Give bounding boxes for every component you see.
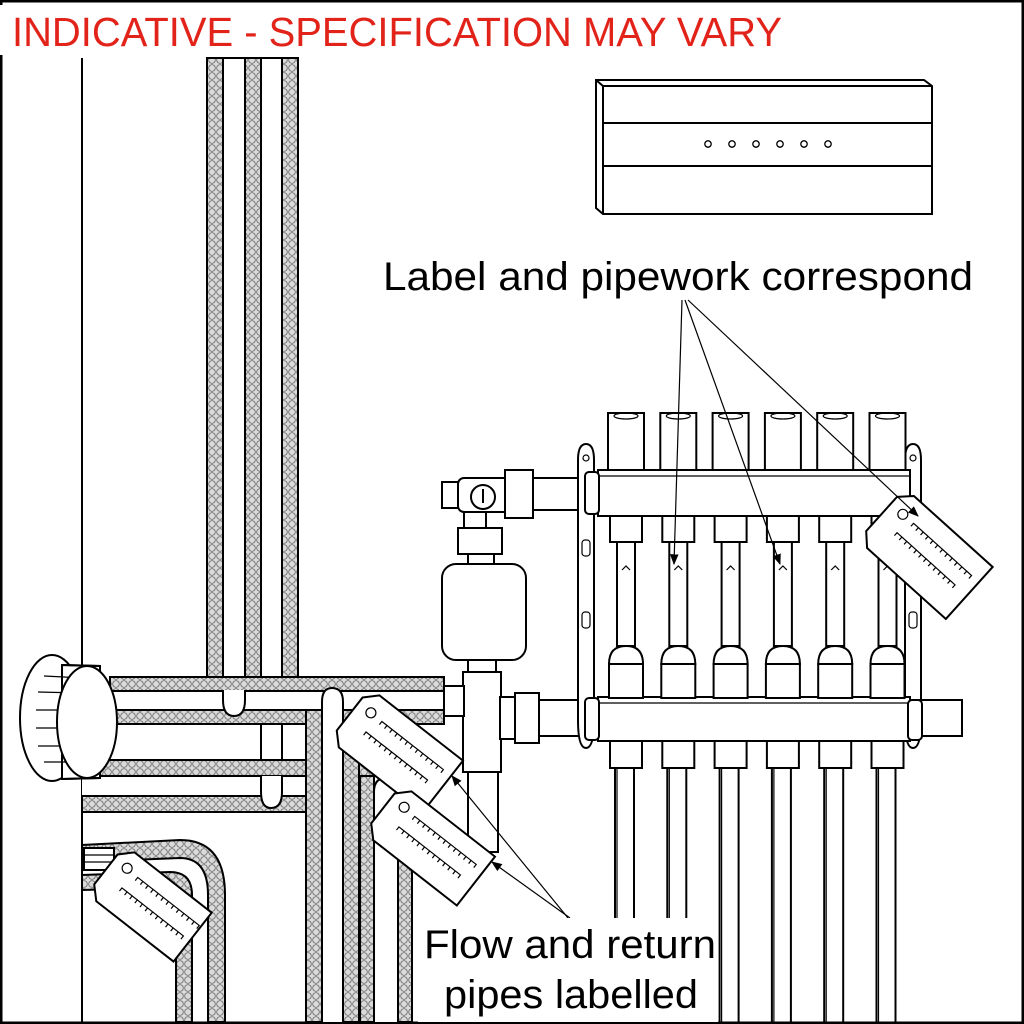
callout-flow-return-line2: pipes labelled: [444, 973, 698, 1017]
circuit-tag-bend: [93, 851, 214, 963]
corner-bend-pipe: [81, 838, 226, 1023]
disclaimer-banner: INDICATIVE - SPECIFICATION MAY VARY: [12, 9, 782, 55]
callout-bg: [418, 918, 718, 1022]
tag-hole-icon: [365, 707, 377, 719]
indicator-led-icon: [704, 140, 712, 148]
tag-hole-icon: [121, 862, 133, 874]
callout-label-correspond: Label and pipework correspond: [383, 255, 973, 299]
tag-writing: [363, 731, 429, 784]
leader-lines-top: [669, 299, 919, 566]
tag-hole-icon: [897, 508, 909, 520]
indicator-led-icon: [728, 140, 736, 148]
banner-bg: [0, 5, 790, 55]
circulating-pump: [441, 563, 527, 661]
tag-hole-icon: [398, 801, 410, 813]
indicator-led-icon: [800, 140, 808, 148]
tag-writing: [395, 826, 462, 879]
leader-arrow-1: [669, 299, 683, 566]
valve-knob: [19, 654, 118, 782]
leader-arrow-4: [451, 775, 569, 919]
leader-lines-bottom: [451, 775, 571, 919]
circuit-tag-return: [370, 790, 497, 907]
callout-flow-return-line1: Flow and return: [424, 923, 716, 967]
leader-arrow-2: [684, 299, 781, 566]
indicator-led-icon: [776, 140, 784, 148]
manifold-circuit: [607, 412, 645, 1022]
indicator-led-icon: [824, 140, 832, 148]
tag-writing: [118, 887, 185, 940]
pump-group: [441, 469, 595, 853]
return-bar: [597, 696, 911, 742]
leader-arrow-3: [687, 299, 919, 517]
circuit-tag-manifold: [865, 495, 995, 621]
manifold-circuit: [816, 412, 855, 1022]
indicator-led-icon: [752, 140, 760, 148]
manifold-circuit: [763, 412, 802, 1022]
leader-arrow-5: [491, 861, 571, 919]
wiring-centre: [595, 79, 933, 215]
